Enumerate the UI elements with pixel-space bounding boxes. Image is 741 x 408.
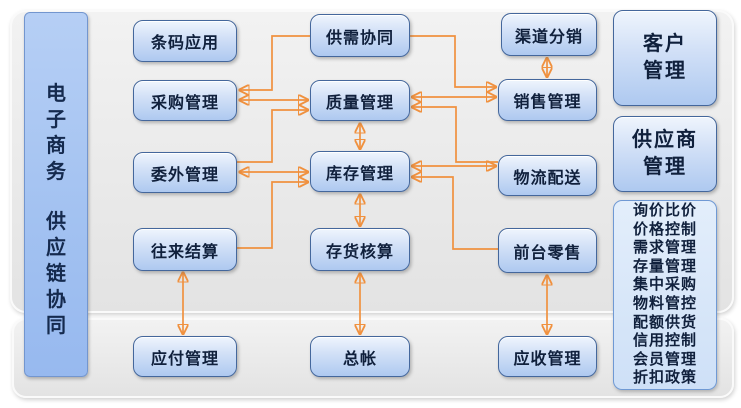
node-purchase: 采购管理 — [133, 80, 237, 121]
feature-item: 物料管控 — [632, 295, 697, 312]
node-receivable: 应收管理 — [498, 336, 597, 377]
feature-item: 信用控制 — [632, 332, 697, 350]
sidebar-title-scm: 供应链协同 — [46, 211, 66, 337]
feature-item: 询价比价 — [632, 202, 697, 220]
supplier-line2: 管理 — [643, 156, 687, 178]
node-barcode: 条码应用 — [133, 20, 237, 62]
node-settlement: 往来结算 — [133, 228, 237, 271]
feature-item: 集中采购 — [632, 276, 697, 294]
box-feature-list: 询价比价 价格控制 需求管理 存量管理 集中采购 物料管控 配额供货 信用控制 … — [613, 200, 717, 390]
node-channel: 渠道分销 — [501, 13, 597, 56]
supplier-line1: 供应商 — [632, 129, 698, 151]
node-payable: 应付管理 — [133, 336, 237, 377]
node-logistics: 物流配送 — [498, 155, 597, 196]
node-ledger: 总帐 — [310, 336, 410, 377]
node-inventory: 库存管理 — [310, 151, 410, 192]
box-customer-management: 客户 管理 — [613, 10, 717, 106]
feature-item: 价格控制 — [632, 220, 697, 238]
node-supply-demand: 供需协同 — [310, 14, 410, 57]
feature-item: 折扣政策 — [632, 369, 697, 387]
feature-item: 需求管理 — [632, 239, 697, 257]
feature-item: 存量管理 — [632, 257, 697, 275]
node-outsource: 委外管理 — [133, 152, 237, 193]
node-sales: 销售管理 — [498, 79, 597, 121]
sidebar-title-ecommerce: 电子商务 — [46, 83, 66, 183]
sidebar-ecommerce-scm: 电子商务 供应链协同 — [24, 12, 88, 377]
node-stock-accounting: 存货核算 — [310, 228, 410, 271]
node-quality: 质量管理 — [310, 80, 410, 121]
box-supplier-management: 供应商 管理 — [613, 116, 717, 192]
node-retail: 前台零售 — [498, 228, 597, 273]
feature-item: 配额供货 — [632, 313, 697, 331]
customer-line2: 管理 — [643, 60, 687, 82]
feature-item: 会员管理 — [632, 350, 697, 368]
customer-line1: 客户 — [643, 33, 687, 55]
